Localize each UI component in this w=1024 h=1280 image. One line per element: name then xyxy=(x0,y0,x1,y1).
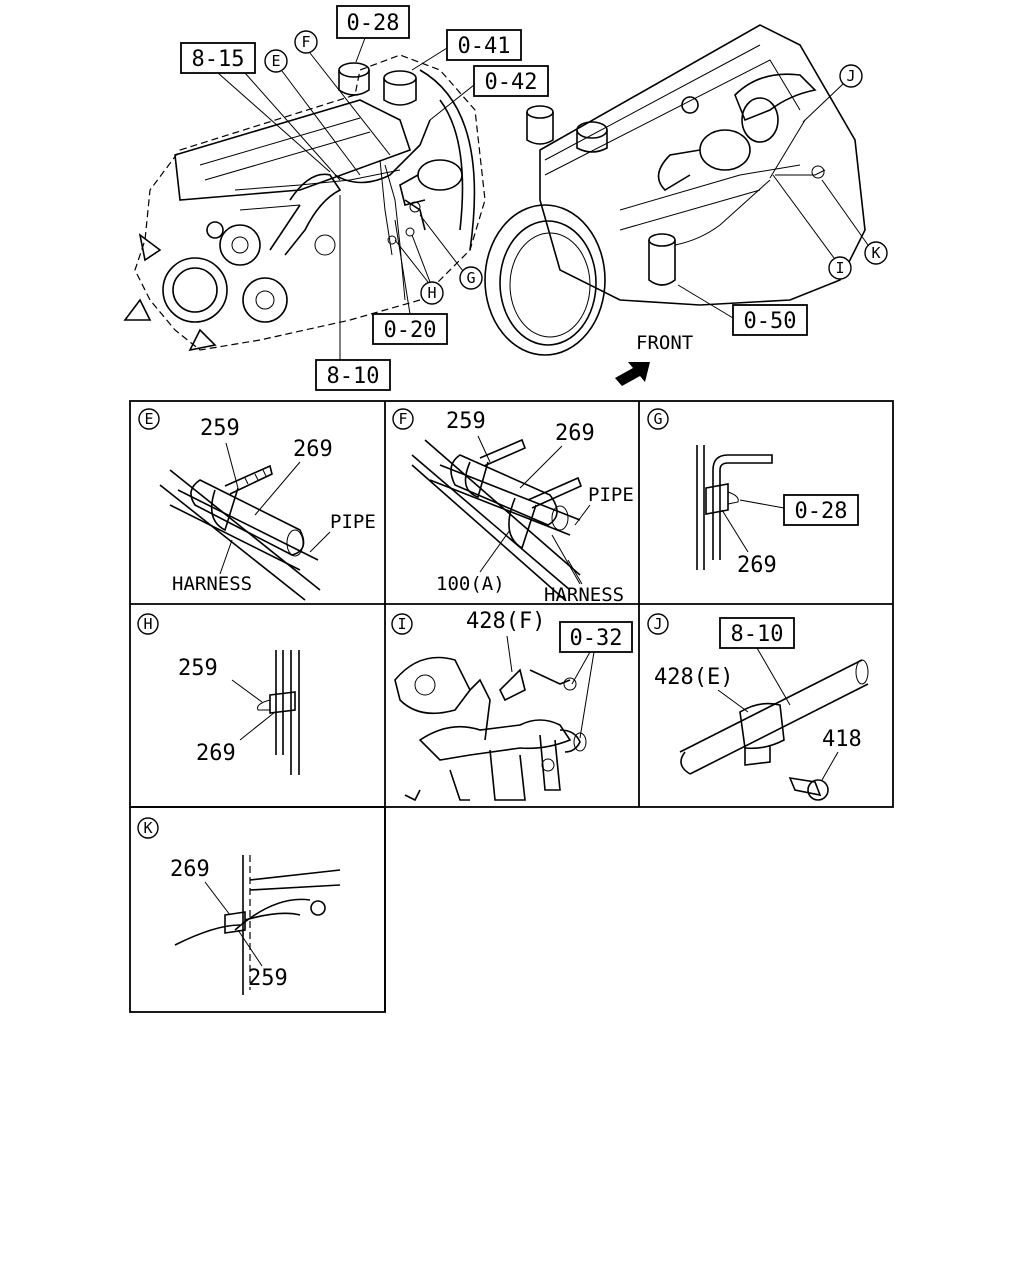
panel-k-259: 259 xyxy=(248,966,288,991)
panel-j-428e: 428(E) xyxy=(654,665,733,690)
front-arrow-icon xyxy=(615,362,650,386)
panel-f-harness: HARNESS xyxy=(544,584,624,606)
ref-box-8-15 xyxy=(180,42,256,74)
detail-panel-g: G 0-28 269 xyxy=(647,408,859,578)
panel-e-259: 259 xyxy=(200,416,240,441)
callout-g-circle xyxy=(459,266,483,290)
panel-g-letter: G xyxy=(653,410,662,428)
callout-h-circle xyxy=(420,281,444,305)
ref-8-10-text: 8-10 xyxy=(327,364,380,389)
panel-j-letter: J xyxy=(653,615,662,633)
panel-k-letter: K xyxy=(143,819,152,837)
ref-box-0-28 xyxy=(336,5,410,39)
panel-h-269: 269 xyxy=(196,741,236,766)
panel-k-269: 269 xyxy=(170,857,210,882)
panel-e-pipe: PIPE xyxy=(330,511,376,533)
panel-i-letter: I xyxy=(397,615,406,633)
detail-panel-grid xyxy=(129,400,894,1013)
callout-j-text: J xyxy=(846,67,855,85)
detail-panel-k: K 269 259 xyxy=(137,817,341,995)
ref-8-15-text: 8-15 xyxy=(192,47,245,72)
detail-panel-e: E 259 269 PIPE HARNESS xyxy=(138,408,376,601)
callout-j-circle xyxy=(839,64,863,88)
ref-box-8-10 xyxy=(315,359,391,391)
panel-g-ref: 0-28 xyxy=(795,499,848,524)
callout-h-text: H xyxy=(427,284,436,302)
callout-f-circle xyxy=(294,30,318,54)
detail-panel-h: H 259 269 xyxy=(137,613,300,775)
panel-f-259: 259 xyxy=(446,409,486,434)
right-engine-illustration xyxy=(484,24,866,356)
ref-0-42-text: 0-42 xyxy=(485,70,538,95)
front-label: FRONT xyxy=(636,332,693,354)
ref-0-50-text: 0-50 xyxy=(744,309,797,334)
callout-i-circle xyxy=(828,256,852,280)
detail-panel-f: F 259 269 PIPE 100(A) HARNESS xyxy=(392,408,634,606)
detail-panel-j: J 8-10 428(E) 418 xyxy=(647,613,869,801)
overview-callouts: F E G H J K I xyxy=(264,30,888,305)
panel-h-letter: H xyxy=(143,615,152,633)
callout-k-text: K xyxy=(871,244,880,262)
panel-e-harness: HARNESS xyxy=(172,573,252,595)
panel-f-pipe: PIPE xyxy=(588,484,634,506)
callout-i-text: I xyxy=(835,259,844,277)
overview-ref-boxes: 0-28 0-41 0-42 8-15 0-20 8-10 0-50 xyxy=(180,5,808,391)
ref-0-20-text: 0-20 xyxy=(384,318,437,343)
ref-box-0-50 xyxy=(732,304,808,336)
panel-f-100a: 100(A) xyxy=(436,573,505,595)
panel-j-ref: 8-10 xyxy=(731,622,784,647)
panel-i-428f: 428(F) xyxy=(466,609,545,634)
callout-f-text: F xyxy=(301,33,310,51)
panel-j-ref-box xyxy=(719,617,795,649)
panel-g-269: 269 xyxy=(737,553,777,578)
panel-g-ref-box xyxy=(783,494,859,526)
ref-box-0-42 xyxy=(473,65,549,97)
callout-e-circle xyxy=(264,49,288,73)
detail-panel-i: I 428(F) 0-32 xyxy=(391,609,633,802)
panel-f-269: 269 xyxy=(555,421,595,446)
left-engine-illustration xyxy=(123,54,486,352)
ref-box-0-41 xyxy=(446,29,522,61)
panel-f-letter: F xyxy=(398,410,407,428)
panel-h-259: 259 xyxy=(178,656,218,681)
callout-g-text: G xyxy=(466,269,475,287)
panel-j-418: 418 xyxy=(822,727,862,752)
ref-0-41-text: 0-41 xyxy=(458,34,511,59)
overview-leader-lines xyxy=(217,37,734,360)
panel-e-269: 269 xyxy=(293,437,333,462)
callout-e-text: E xyxy=(271,52,280,70)
panel-i-ref-box xyxy=(559,621,633,653)
ref-box-0-20 xyxy=(372,313,448,345)
panel-i-ref: 0-32 xyxy=(570,626,623,651)
ref-0-28-text: 0-28 xyxy=(347,11,400,36)
panel-e-letter: E xyxy=(144,410,153,428)
front-indicator: FRONT xyxy=(615,332,693,386)
callout-k-circle xyxy=(864,241,888,265)
